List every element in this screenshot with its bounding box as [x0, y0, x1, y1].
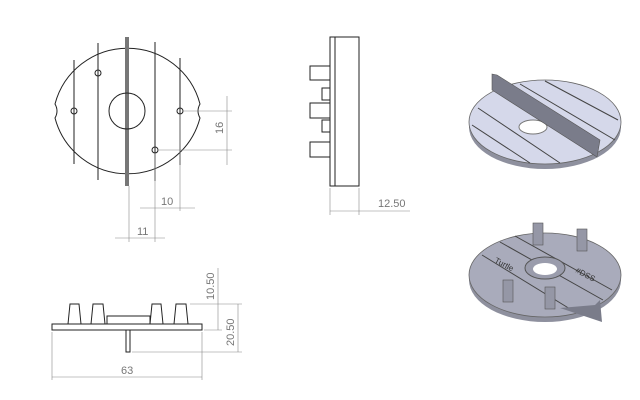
dim-hole-offset: 11	[137, 226, 148, 238]
dim-peg-height: 10.50	[205, 272, 217, 300]
dim-thickness: 12.50	[378, 198, 406, 210]
isometric-bottom-view: Turtle #DSS	[468, 222, 622, 322]
dim-hole-spacing-vertical: 16	[214, 122, 226, 134]
bottom-view: 63 10.50 20.50	[51, 268, 242, 380]
front-view: 16 10 11	[54, 37, 232, 242]
isometric-top-view	[468, 73, 622, 169]
side-view: 12.50	[309, 36, 410, 215]
dim-diameter: 63	[121, 365, 133, 377]
center-rib	[125, 37, 129, 186]
dim-total-height: 20.50	[225, 318, 237, 346]
dim-hole-spacing-horizontal: 10	[161, 196, 173, 208]
